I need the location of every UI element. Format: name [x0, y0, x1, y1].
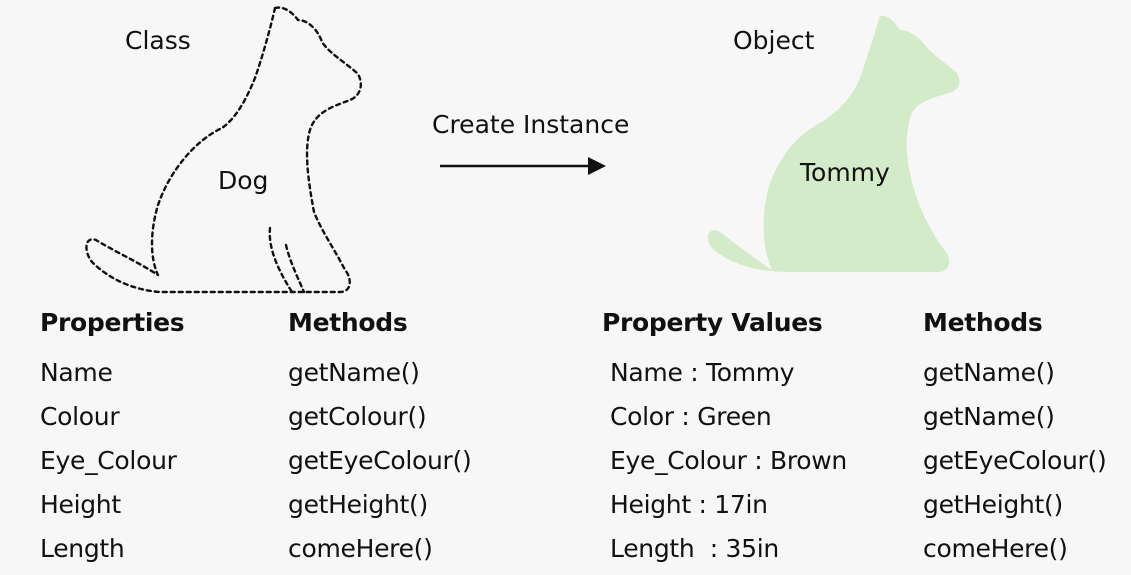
method-item: getColour(): [288, 402, 427, 431]
method-item: getName(): [923, 358, 1055, 387]
property-value-item: Name : Tommy: [610, 358, 795, 387]
method-item: getEyeColour(): [923, 446, 1107, 475]
class-properties-list: Name Colour Eye_Colour Height Length: [40, 355, 177, 575]
property-value-item: Eye_Colour : Brown: [610, 446, 847, 475]
method-item: comeHere(): [923, 534, 1068, 563]
class-shape-label: Dog: [218, 166, 269, 195]
property-item: Eye_Colour: [40, 446, 177, 475]
class-methods-heading: Methods: [288, 308, 408, 337]
properties-heading: Properties: [40, 308, 185, 337]
property-item: Name: [40, 358, 113, 387]
property-item: Height: [40, 490, 121, 519]
method-item: getName(): [288, 358, 420, 387]
dog-filled-icon: [707, 15, 960, 272]
property-item: Length: [40, 534, 125, 563]
class-methods-list: getName() getColour() getEyeColour() get…: [288, 355, 472, 575]
dog-outline-icon: [85, 6, 362, 294]
arrow-label: Create Instance: [432, 110, 630, 139]
method-item: getEyeColour(): [288, 446, 472, 475]
property-item: Colour: [40, 402, 120, 431]
property-value-item: Length : 35in: [610, 534, 779, 563]
property-value-item: Height : 17in: [610, 490, 768, 519]
method-item: comeHere(): [288, 534, 433, 563]
class-title: Class: [125, 26, 191, 55]
property-values-heading: Property Values: [602, 308, 823, 337]
object-property-values-list: Name : Tommy Color : Green Eye_Colour : …: [610, 355, 847, 575]
method-item: getName(): [923, 402, 1055, 431]
method-item: getHeight(): [923, 490, 1063, 519]
method-item: getHeight(): [288, 490, 428, 519]
create-instance-arrow: [440, 157, 606, 175]
object-methods-list: getName() getName() getEyeColour() getHe…: [923, 355, 1107, 575]
object-shape-label: Tommy: [800, 158, 890, 187]
object-title: Object: [733, 26, 815, 55]
object-methods-heading: Methods: [923, 308, 1043, 337]
property-value-item: Color : Green: [610, 402, 772, 431]
